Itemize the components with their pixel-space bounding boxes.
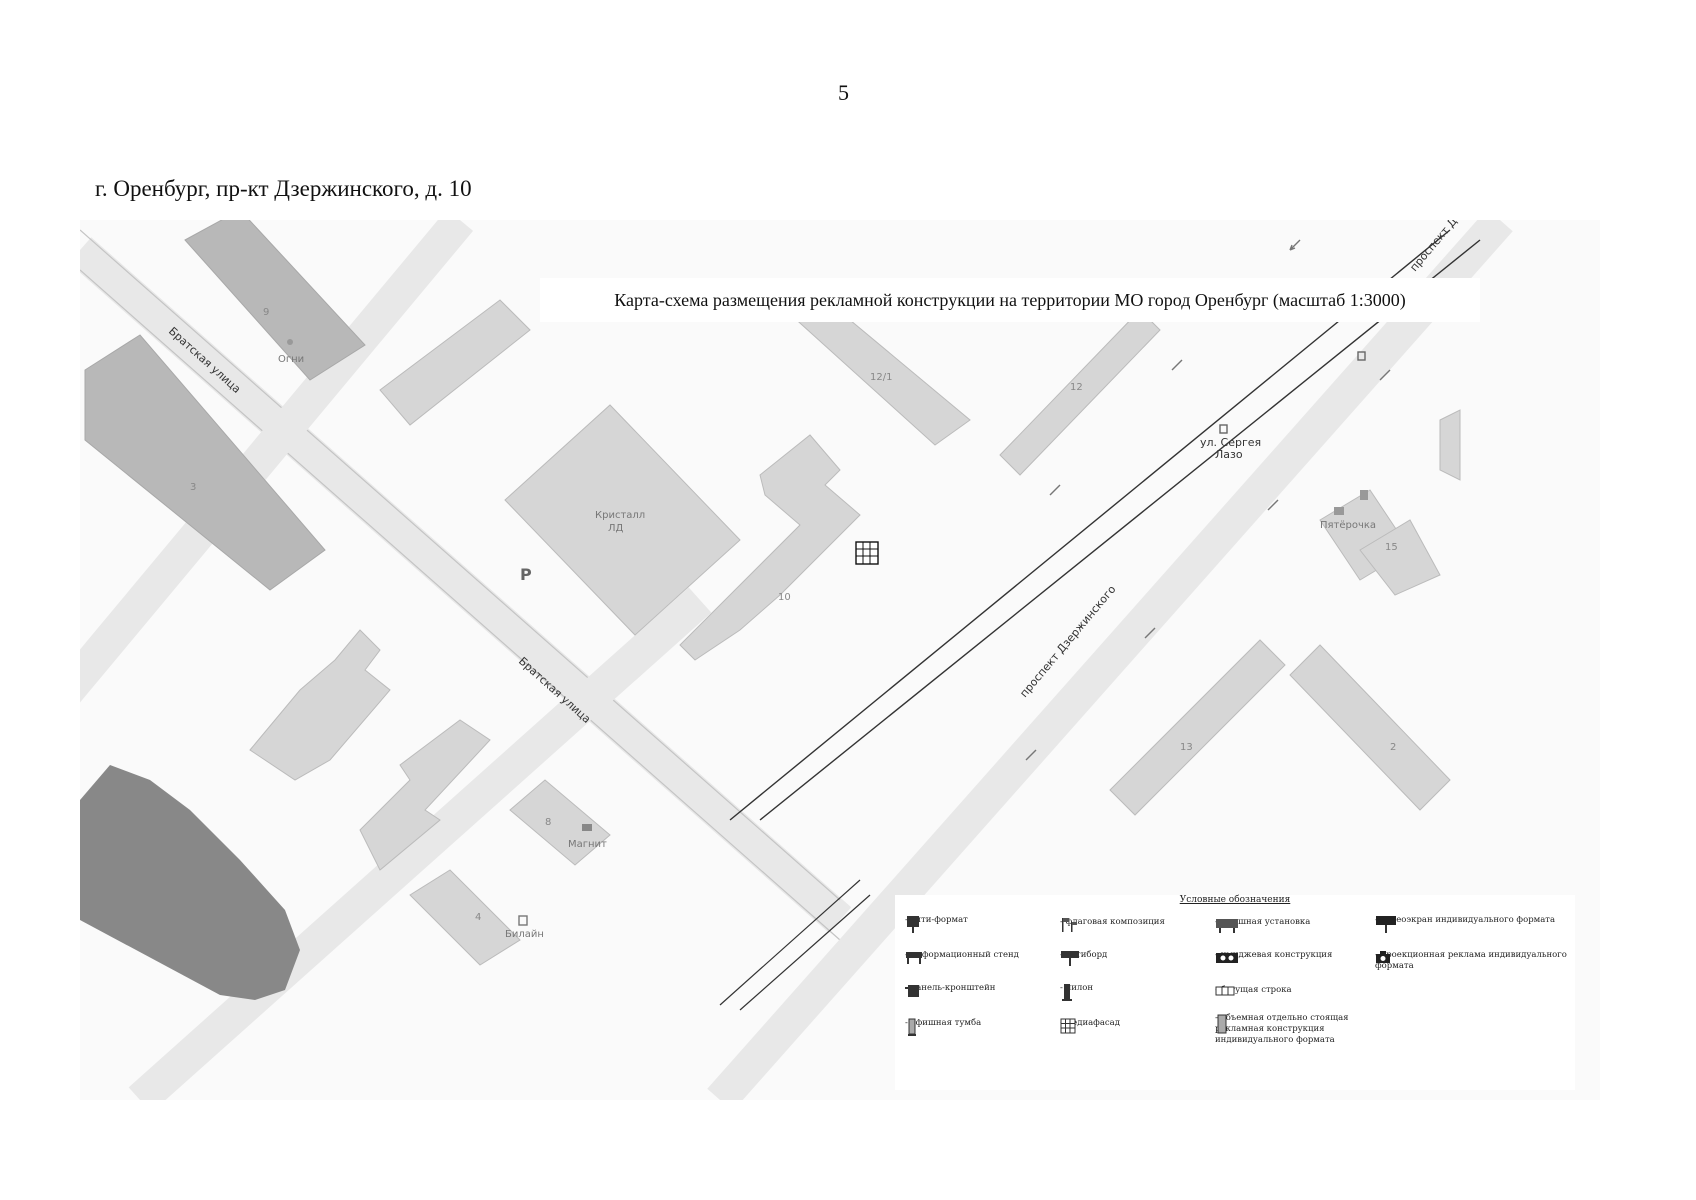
phone-icon bbox=[518, 915, 528, 926]
legend-item-image-construction: - имиджевая конструкция bbox=[1215, 950, 1365, 963]
building-8 bbox=[509, 779, 611, 866]
bus-stop-icon bbox=[1357, 351, 1366, 361]
building-13 bbox=[1109, 639, 1286, 816]
roof-installation-icon bbox=[1216, 919, 1238, 933]
projection-icon bbox=[1376, 951, 1390, 963]
direction-arrow-icon bbox=[1049, 484, 1061, 496]
poi-marker-icon bbox=[287, 339, 293, 345]
parking-icon: P bbox=[520, 565, 532, 584]
map-scheme: 9 3 12/1 12 10 13 8 4 15 2 Кристалл ЛД О… bbox=[80, 220, 1600, 1100]
address-heading: г. Оренбург, пр-кт Дзержинского, д. 10 bbox=[95, 176, 472, 201]
building-dark-block bbox=[249, 629, 391, 781]
direction-arrow-icon bbox=[1144, 627, 1156, 639]
building-comb bbox=[359, 719, 491, 871]
building-number: 13 bbox=[1180, 742, 1193, 753]
road-dzerzhinskogo-line bbox=[759, 239, 1481, 821]
shop-icon bbox=[1334, 507, 1344, 515]
road-edge bbox=[80, 229, 841, 901]
building-small bbox=[379, 299, 531, 426]
direction-arrow-icon bbox=[1025, 749, 1037, 761]
video-screen-icon bbox=[1376, 916, 1396, 933]
road-edge bbox=[80, 269, 841, 941]
poi-kristall: ЛД bbox=[608, 523, 624, 534]
legend: Условные обозначения - сити-формат - инф… bbox=[895, 895, 1575, 1090]
road-dzerzhinskogo-line bbox=[739, 894, 871, 1011]
poi-kristall: Кристалл bbox=[595, 510, 645, 521]
poi-beeline: Билайн bbox=[505, 929, 544, 940]
direction-arrow-icon bbox=[1289, 239, 1301, 251]
legend-item-poster-column: - афишная тумба bbox=[905, 1018, 1045, 1036]
legend-item-video-screen: - видеоэкран индивидуального формата bbox=[1375, 915, 1570, 933]
legend-item-roof-installation: - крышная установка bbox=[1215, 917, 1365, 933]
legend-title: Условные обозначения bbox=[1179, 895, 1291, 905]
info-stand-icon bbox=[906, 952, 922, 964]
direction-arrow-icon bbox=[1171, 359, 1183, 371]
road-dzerzhinskogo-bed bbox=[707, 220, 1513, 1100]
volumetric-construction-icon bbox=[1217, 1014, 1227, 1034]
street-label-lazo: Лазо bbox=[1215, 448, 1243, 461]
road-bratskaya bbox=[80, 237, 852, 933]
media-facade-icon bbox=[1060, 1018, 1076, 1034]
direction-arrow-icon bbox=[1267, 499, 1279, 511]
city-format-icon bbox=[907, 916, 919, 933]
poi-magnit: Магнит bbox=[568, 839, 607, 850]
shop-icon bbox=[582, 824, 592, 831]
building-number: 2 bbox=[1390, 742, 1396, 753]
pylon-icon bbox=[1062, 984, 1072, 1001]
building-15 bbox=[1359, 519, 1441, 596]
building-kristall bbox=[504, 404, 741, 636]
building-number: 8 bbox=[545, 817, 551, 828]
shop-icon bbox=[1360, 490, 1368, 500]
stadium-area bbox=[80, 765, 300, 1000]
legend-item-info-stand: - информационный стенд bbox=[905, 950, 1045, 964]
building-number: 12/1 bbox=[870, 372, 892, 383]
direction-arrow-icon bbox=[1379, 369, 1391, 381]
road-cross bbox=[80, 220, 474, 703]
ad-construction-marker[interactable] bbox=[855, 541, 879, 565]
legend-item-pylon: - пилон bbox=[1060, 983, 1200, 1001]
legend-item-media-facade: - медиафасад bbox=[1060, 1018, 1200, 1034]
bus-stop-icon bbox=[1219, 424, 1228, 434]
legend-item-panel-bracket: - панель-кронштейн bbox=[905, 983, 1045, 997]
building-edge bbox=[1439, 409, 1461, 481]
building-4 bbox=[409, 869, 521, 966]
image-construction-icon bbox=[1216, 953, 1238, 963]
poi-pyaterochka: Пятёрочка bbox=[1320, 520, 1376, 531]
road-inner bbox=[128, 587, 712, 1100]
building-number: 3 bbox=[190, 482, 196, 493]
legend-item-volumetric-construction: - объемная отдельно стоящая рекламная ко… bbox=[1215, 1013, 1349, 1045]
road-dzerzhinskogo-line bbox=[719, 879, 861, 1006]
map-title: Карта-схема размещения рекламной констру… bbox=[540, 278, 1480, 322]
flag-composition-icon bbox=[1062, 918, 1077, 932]
running-line-icon bbox=[1215, 986, 1235, 996]
building-number: 10 bbox=[778, 592, 791, 603]
cityboard-icon bbox=[1061, 951, 1079, 966]
legend-item-projection: - проекционная реклама индивидуального ф… bbox=[1375, 950, 1567, 971]
legend-item-running-line: - бегущая строка bbox=[1215, 985, 1292, 996]
building-10 bbox=[679, 434, 861, 661]
legend-item-city-format: - сити-формат bbox=[905, 915, 1045, 933]
legend-item-cityboard: - ситиборд bbox=[1060, 950, 1200, 966]
building-3 bbox=[84, 334, 326, 591]
building-12 bbox=[999, 309, 1161, 476]
poi-ogni: Огни bbox=[278, 354, 304, 365]
road-dzerzhinskogo-line bbox=[729, 229, 1451, 821]
building-number: 9 bbox=[263, 307, 269, 318]
building-9 bbox=[184, 220, 366, 381]
building-number: 4 bbox=[475, 912, 481, 923]
map-canvas: 9 3 12/1 12 10 13 8 4 15 2 Кристалл ЛД О… bbox=[80, 220, 1513, 1100]
poster-column-icon bbox=[908, 1018, 916, 1036]
panel-bracket-icon bbox=[905, 985, 919, 997]
building-number: 15 bbox=[1385, 542, 1398, 553]
legend-item-flag-composition: - флаговая композиция bbox=[1060, 917, 1200, 932]
page-number: 5 bbox=[838, 80, 849, 105]
building-number: 12 bbox=[1070, 382, 1083, 393]
street-label-lazo: ул. Сергея bbox=[1200, 436, 1261, 449]
building-2 bbox=[1289, 644, 1451, 811]
